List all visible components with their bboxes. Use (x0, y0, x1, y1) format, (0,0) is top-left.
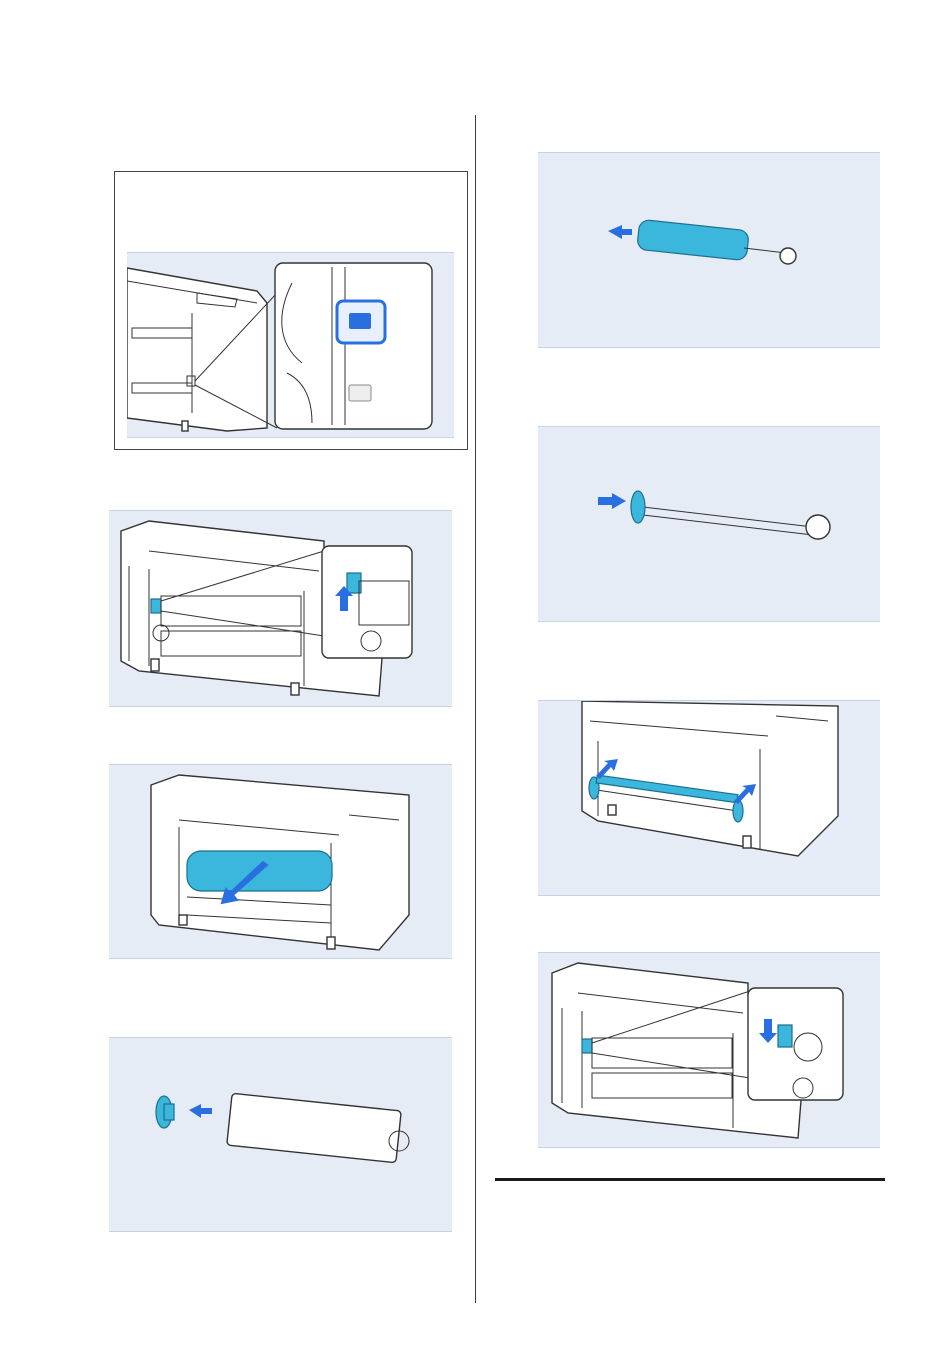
figure-lock-lever (109, 510, 452, 707)
insert-flange-illustration (538, 427, 880, 621)
section-rule (495, 1178, 885, 1181)
attach-flange-illustration (109, 1038, 452, 1231)
figure-slide-roll (538, 152, 880, 348)
figure-printer-button (127, 252, 454, 438)
slide-roll-illustration (538, 153, 880, 347)
printer-button-illustration (127, 253, 454, 437)
place-spindle-illustration (538, 701, 880, 895)
column-divider (475, 115, 476, 1303)
figure-place-spindle (538, 700, 880, 896)
figure-insert-flange (538, 426, 880, 622)
lower-lever-illustration (538, 953, 880, 1147)
lock-lever-illustration (109, 511, 452, 706)
remove-roll-illustration (109, 765, 452, 958)
figure-attach-flange (109, 1037, 452, 1232)
figure-remove-roll (109, 764, 452, 959)
figure-lower-lever (538, 952, 880, 1148)
